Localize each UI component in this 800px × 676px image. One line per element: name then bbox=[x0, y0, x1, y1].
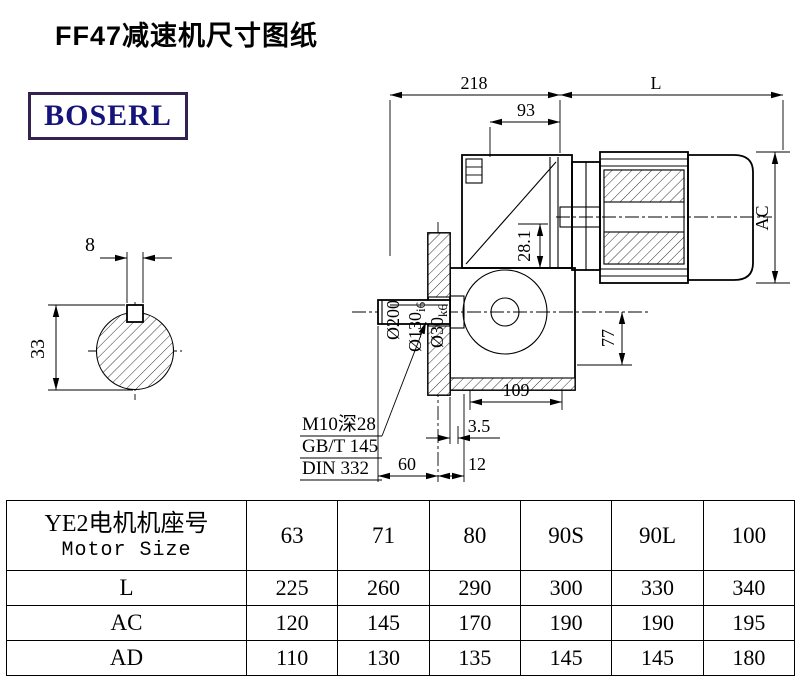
shaft-section-circle bbox=[95, 311, 175, 391]
technical-drawing: 218 L 93 AC 8 33 Ø200 Ø130i6 Ø30k6 28.1 … bbox=[27, 73, 790, 482]
table-cell: 170 bbox=[428, 605, 521, 641]
dimension-labels: 218 L 93 AC 8 33 Ø200 Ø130i6 Ø30k6 28.1 … bbox=[27, 73, 772, 479]
dim-L-label: L bbox=[651, 73, 662, 93]
motor-size-header-cn: YE2电机机座号 bbox=[44, 511, 209, 537]
dim-AC-label: AC bbox=[752, 205, 772, 230]
gearbox-motor-view bbox=[377, 151, 754, 396]
row-label-L: L bbox=[6, 570, 247, 606]
boserl-logo: BOSERL bbox=[28, 92, 188, 140]
dim-28-1-label: 28.1 bbox=[514, 230, 534, 262]
motor-size-100: 100 bbox=[702, 500, 796, 571]
table-cell: 130 bbox=[337, 640, 430, 676]
dim-109-label: 109 bbox=[503, 380, 530, 400]
motor-size-90L: 90L bbox=[611, 500, 704, 571]
dim-12-label: 12 bbox=[468, 454, 486, 474]
row-label-AC: AC bbox=[6, 605, 247, 641]
table-cell: 145 bbox=[519, 640, 613, 676]
tap-std2-label: DIN 332 bbox=[302, 458, 369, 479]
dim-dia200-label: Ø200 bbox=[383, 300, 403, 340]
dim-33-label: 33 bbox=[27, 339, 49, 359]
table-row-L: L 225 260 290 300 330 340 bbox=[6, 570, 796, 606]
dim-218-label: 218 bbox=[461, 73, 488, 93]
dim-93-label: 93 bbox=[517, 100, 535, 120]
dim-60-label: 60 bbox=[398, 454, 416, 474]
table-row-AD: AD 110 130 135 145 145 180 bbox=[6, 640, 796, 676]
table-cell: 180 bbox=[702, 640, 796, 676]
table-cell: 260 bbox=[337, 570, 430, 606]
table-cell: 225 bbox=[245, 570, 339, 606]
tap-hole-label: M10深28 bbox=[302, 413, 376, 435]
motor-size-table: YE2电机机座号 Motor Size 63 71 80 90S 90L 100… bbox=[6, 500, 796, 676]
gear-hub bbox=[490, 297, 520, 327]
motor-size-header-en: Motor Size bbox=[61, 539, 192, 562]
motor-size-80: 80 bbox=[428, 500, 521, 571]
motor-size-90S: 90S bbox=[519, 500, 613, 571]
dim-77-label: 77 bbox=[598, 329, 618, 347]
table-row-AC: AC 120 145 170 190 190 195 bbox=[6, 605, 796, 641]
table-cell: 145 bbox=[611, 640, 704, 676]
housing-bolt bbox=[465, 158, 483, 184]
motor-size-header: YE2电机机座号 Motor Size bbox=[6, 500, 247, 571]
table-cell: 340 bbox=[702, 570, 796, 606]
tap-std1-label: GB/T 145 bbox=[302, 436, 378, 457]
fan-cover bbox=[687, 154, 754, 281]
dimension-lines bbox=[48, 91, 790, 482]
dim-dia30-label: Ø30k6 bbox=[427, 304, 450, 349]
shaft-section-view bbox=[95, 304, 175, 391]
table-cell: 135 bbox=[428, 640, 521, 676]
table-cell: 190 bbox=[611, 605, 704, 641]
table-cell: 145 bbox=[337, 605, 430, 641]
table-cell: 120 bbox=[245, 605, 339, 641]
table-cell: 190 bbox=[519, 605, 613, 641]
table-cell: 300 bbox=[519, 570, 613, 606]
table-cell: 330 bbox=[611, 570, 704, 606]
table-header-row: YE2电机机座号 Motor Size 63 71 80 90S 90L 100 bbox=[6, 500, 796, 571]
output-shaft bbox=[377, 299, 451, 325]
gear-circle bbox=[462, 269, 548, 355]
boserl-logo-text: BOSERL bbox=[44, 99, 172, 132]
table-cell: 195 bbox=[702, 605, 796, 641]
lower-housing bbox=[449, 267, 576, 391]
motor-size-71: 71 bbox=[337, 500, 430, 571]
dim-3-5-label: 3.5 bbox=[468, 416, 491, 436]
motor-size-63: 63 bbox=[245, 500, 339, 571]
page-title: FF47减速机尺寸图纸 bbox=[55, 21, 319, 51]
row-label-AD: AD bbox=[6, 640, 247, 676]
shaft-keyway bbox=[126, 304, 144, 323]
dim-8-label: 8 bbox=[85, 234, 95, 256]
table-cell: 290 bbox=[428, 570, 521, 606]
table-cell: 110 bbox=[245, 640, 339, 676]
dim-dia130-label: Ø130i6 bbox=[405, 301, 428, 352]
